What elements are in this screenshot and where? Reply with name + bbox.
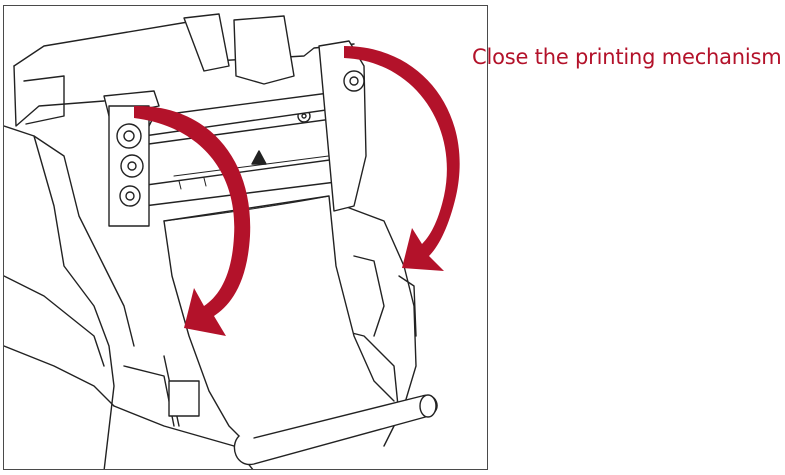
illustration-frame	[3, 5, 488, 470]
rotation-arrows	[134, 46, 460, 336]
left-arrow-down	[134, 105, 251, 336]
label-paper	[163, 195, 438, 466]
right-arrow-down	[344, 46, 460, 271]
printer-illustration	[4, 13, 460, 469]
instruction-caption: Close the printing mechanism	[472, 45, 782, 69]
